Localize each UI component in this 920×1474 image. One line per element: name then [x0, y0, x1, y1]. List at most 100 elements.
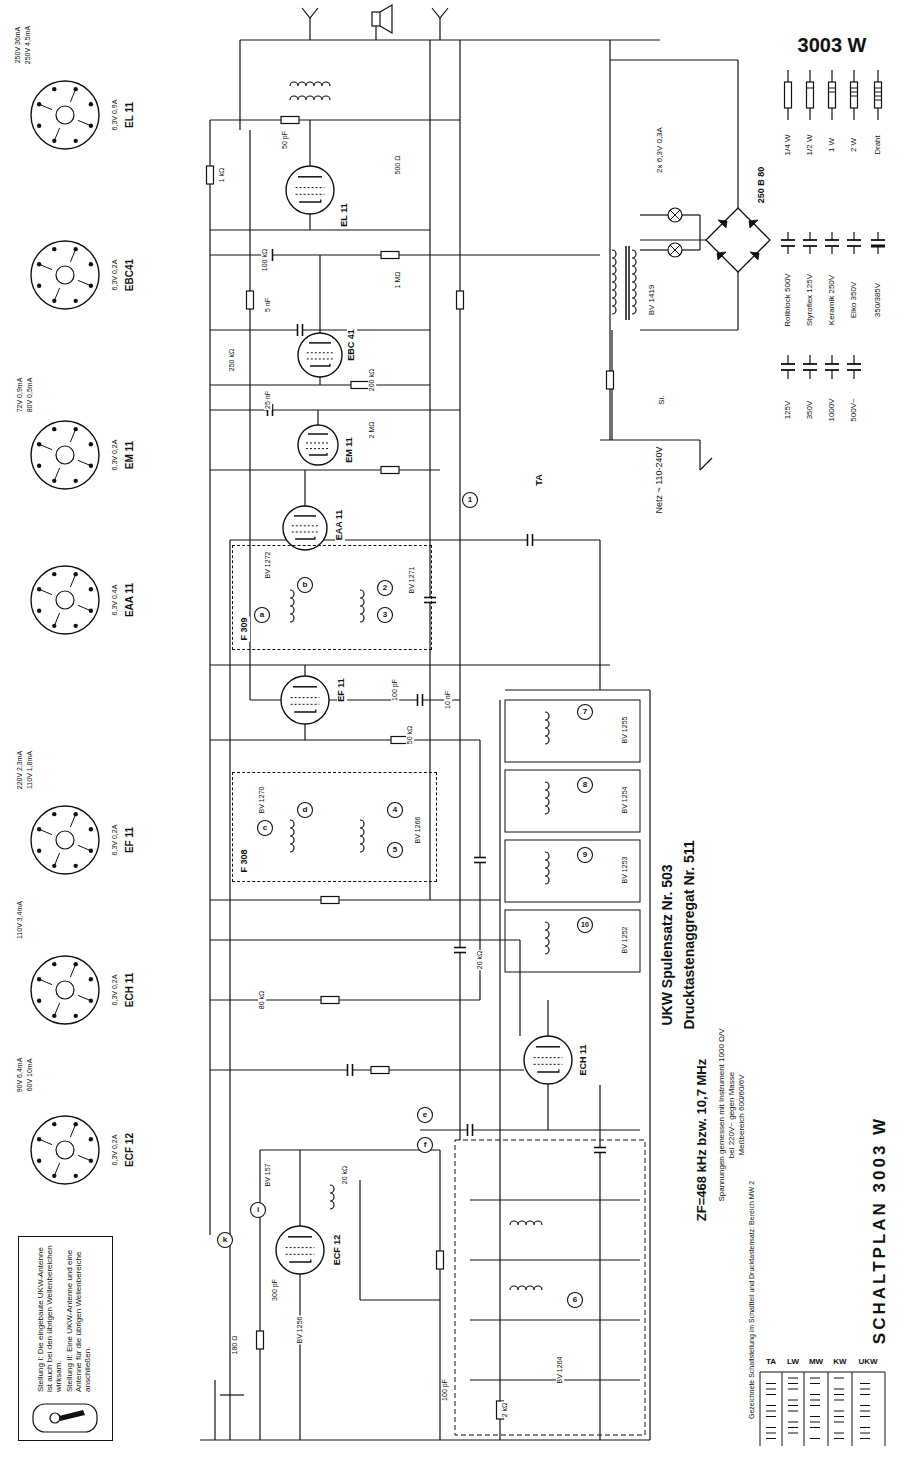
callout-circle: [258, 821, 273, 836]
coil-symbol: [612, 250, 616, 314]
callout-number: 9: [582, 851, 588, 860]
switch-lever: [59, 1410, 85, 1421]
pin-dot: [37, 1159, 41, 1163]
callout-number: 4: [392, 806, 398, 815]
tube-grid: [292, 531, 318, 532]
table-line: [852, 1372, 853, 1446]
tube-cathode: [309, 453, 327, 455]
tube-symbol: [281, 676, 329, 724]
pinout-outline: [25, 1110, 105, 1190]
pinout-electrode: [56, 831, 74, 849]
legend-lead: [787, 355, 788, 364]
component-label: Draht: [874, 134, 883, 156]
wire: [304, 470, 305, 506]
component-label: Keramik 250V: [828, 274, 837, 326]
resistor-symbol: [437, 1251, 444, 1269]
legend-resistor: [851, 82, 858, 108]
legend-lead: [853, 355, 854, 364]
component-label: TA: [765, 1358, 777, 1367]
component-label: BV 1264: [556, 1356, 564, 1385]
legend-lead: [831, 108, 832, 120]
jack-symbol: [302, 8, 318, 40]
wire: [470, 1319, 640, 1320]
table-line: [804, 1372, 805, 1446]
resistor-symbol: [457, 291, 464, 309]
tube-grid: [306, 443, 330, 444]
component-label: BV 1266: [414, 816, 422, 845]
coil-box: [505, 700, 640, 762]
component-label: EM 11: [345, 436, 355, 464]
table-mark: [810, 1422, 820, 1423]
callout-circle: [251, 1203, 266, 1218]
tube-symbol: [298, 425, 338, 465]
tube-cathode: [537, 1070, 559, 1072]
legend-mark: [875, 88, 882, 89]
heater-rating: 6,3V 0,2A: [111, 974, 119, 1007]
component-label: 20 kΩ: [341, 1165, 349, 1185]
pin-lead: [70, 964, 75, 977]
resistor-symbol: [371, 1067, 389, 1074]
legend-capacitor: [781, 369, 795, 371]
callout-number: 8: [582, 781, 588, 790]
coil-symbol: [360, 590, 364, 622]
coil-symbol: [545, 922, 549, 954]
tube-grid: [292, 525, 318, 526]
pinout-electrode: [56, 981, 74, 999]
callout-circle: [578, 778, 593, 793]
table-mark: [810, 1427, 820, 1428]
legend-lead: [809, 108, 810, 120]
diode-symbol: [718, 220, 727, 228]
pinout-electrode: [56, 591, 74, 609]
table-mark: [860, 1427, 870, 1428]
component-label: 60V 10mA: [26, 1058, 34, 1093]
legend-capacitor: [825, 369, 839, 371]
speaker-symbol: [372, 12, 380, 26]
tube-grid: [291, 704, 320, 705]
table-mark: [766, 1433, 776, 1434]
pin-lead: [39, 979, 52, 984]
pin-lead: [78, 460, 91, 465]
wire: [210, 409, 460, 410]
tube-cathode: [289, 1260, 311, 1262]
pin-dot: [74, 1014, 78, 1018]
pin-lead: [39, 264, 52, 269]
speaker-symbol: [380, 5, 392, 33]
component-label: TA: [535, 473, 545, 486]
legend-lead: [809, 355, 810, 364]
wire: [600, 439, 700, 440]
callout-circle: [255, 608, 270, 623]
tube-symbol: [298, 333, 342, 377]
legend-capacitor: [871, 245, 885, 248]
component-label: 220V 2,3mA: [16, 750, 24, 791]
callout-number: 5: [392, 846, 398, 855]
filter-name: F 308: [240, 848, 250, 873]
table-mark: [834, 1378, 844, 1379]
callout-circle: [418, 1108, 433, 1123]
note-text: Stellung II: Eine UKW-Antenne und eine A…: [66, 1242, 92, 1392]
table-mark: [834, 1422, 844, 1423]
filter-name: F 309: [240, 616, 250, 641]
legend-lead: [787, 232, 788, 240]
capacitor-symbol: [347, 1064, 349, 1076]
wire: [210, 939, 520, 940]
caption: SCHALTPLAN 3003 W: [871, 1115, 890, 1345]
tube-type: ECH 11: [124, 972, 135, 1008]
wire: [210, 999, 480, 1000]
table-mark: [834, 1389, 844, 1390]
pin-dot: [37, 124, 41, 128]
pinout-outline: [25, 560, 105, 640]
tube-symbol: [276, 1226, 324, 1274]
lamp-symbol: [670, 245, 680, 255]
pinout-circle: [31, 241, 99, 309]
note-text-block: Stellung I: Die eingebaute UKW-Antenne i…: [36, 1242, 95, 1392]
pinout-outline: [25, 415, 105, 495]
tube-pinout: 6,3V 0,9AEL 11: [25, 75, 105, 155]
component-label: 350V: [806, 400, 815, 421]
wire: [470, 1199, 640, 1200]
pin-dot: [52, 1014, 56, 1018]
diode-symbol: [717, 252, 726, 260]
legend-lead: [831, 70, 832, 82]
table-mark: [810, 1400, 820, 1401]
component-label: MW: [808, 1358, 824, 1367]
capacitor-symbol: [302, 324, 304, 336]
